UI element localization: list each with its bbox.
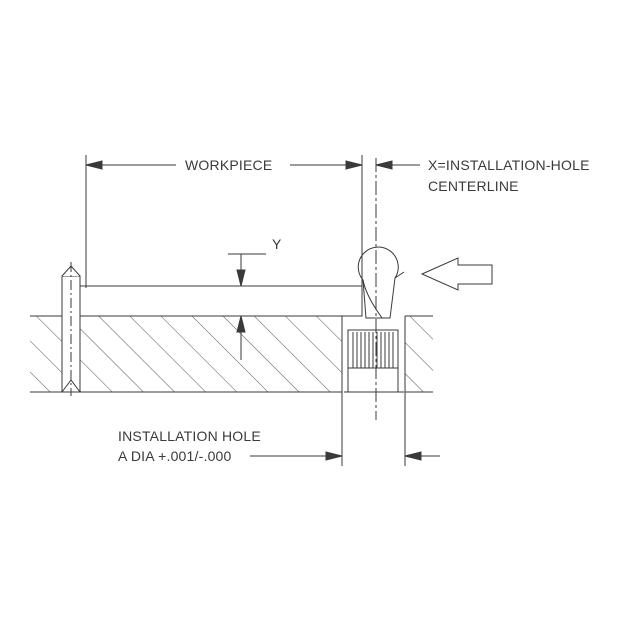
installation-hole — [341, 316, 406, 393]
centerline-label-line2: CENTERLINE — [428, 178, 519, 194]
cam-clamp — [357, 246, 405, 319]
y-label: Y — [272, 236, 282, 252]
centerline-label-line1: X=INSTALLATION-HOLE — [428, 157, 590, 173]
hole-diameter-dimension — [250, 392, 440, 466]
hole-label-line2: A DIA +.001/-.000 — [118, 448, 232, 464]
centerline-leader — [375, 160, 420, 170]
locating-pin — [61, 262, 81, 396]
workpiece-label: WORKPIECE — [185, 157, 273, 173]
y-dimension — [228, 253, 266, 360]
hole-label-line1: INSTALLATION HOLE — [118, 428, 261, 444]
workpiece-bar — [79, 285, 363, 317]
base-material — [30, 315, 433, 393]
workpiece-dimension — [85, 155, 363, 288]
knurl-lines — [352, 332, 394, 368]
clamp-force-arrow — [420, 257, 493, 291]
